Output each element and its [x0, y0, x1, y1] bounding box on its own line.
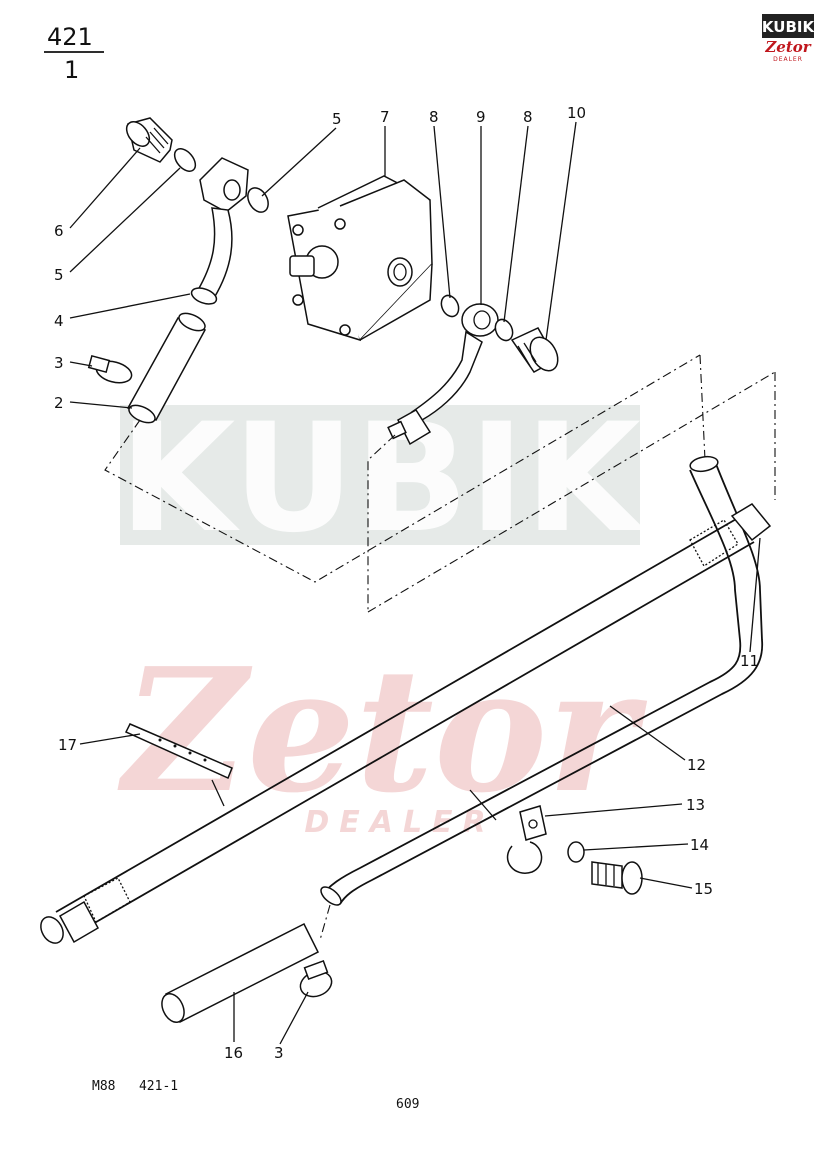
page-header: 421 1: [44, 23, 104, 84]
sealing-ring-part-5b: [247, 187, 269, 213]
logo-brand: KUBIK: [762, 18, 816, 36]
page-number: 609: [396, 1097, 419, 1112]
callout-13: 13: [686, 796, 705, 814]
connection-lines: [104, 354, 776, 941]
callout-17: 17: [58, 736, 77, 754]
callout-5b: 5: [332, 110, 342, 128]
hose-clamp-part-3a: [87, 354, 133, 384]
hydraulic-pump-part-7: [287, 175, 433, 342]
callout-6: 6: [54, 222, 64, 240]
callout-15: 15: [694, 880, 713, 898]
watermark-script: Zetor: [117, 631, 647, 831]
hose-part-2: [126, 312, 207, 424]
callout-14: 14: [690, 836, 709, 854]
callout-5a: 5: [54, 266, 64, 284]
pipe-clip-part-13: [506, 805, 547, 874]
callout-10: 10: [567, 104, 586, 122]
callout-8b: 8: [523, 108, 533, 126]
logo-tag: DEALER: [773, 56, 803, 63]
drawing-reference: M88 421-1: [92, 1079, 178, 1094]
sealing-ring-part-5a: [173, 148, 197, 172]
callout-8a: 8: [429, 108, 439, 126]
watermark-tag: DEALER: [304, 805, 495, 840]
banjo-bolt-part-6: [125, 117, 173, 163]
sealing-ring-part-8b: [494, 318, 514, 342]
banjo-bolt-part-10: [510, 327, 559, 373]
group-number: 421: [47, 23, 93, 51]
callout-16: 16: [224, 1044, 243, 1062]
callout-12: 12: [687, 756, 706, 774]
callout-4: 4: [54, 312, 64, 330]
callout-numbers: 6 5 4 3 2 5 7 8 9 8 10 11 12 13 14 15 16…: [54, 104, 759, 1062]
logo-sub: Zetor: [764, 38, 811, 56]
callout-2: 2: [54, 394, 64, 412]
bolt-part-15: [591, 861, 643, 895]
watermark-brand: KUBIK: [119, 392, 646, 566]
callout-9: 9: [476, 108, 486, 126]
banjo-fitting-part-9: [410, 303, 499, 421]
hose-clamp-part-3b: [299, 959, 333, 998]
callout-11: 11: [740, 652, 759, 670]
callout-7: 7: [380, 108, 390, 126]
sheet-number: 1: [64, 56, 79, 84]
strap-part-17: [124, 723, 233, 780]
leader-lines: [69, 121, 761, 1045]
washer-part-14: [567, 841, 585, 863]
kubik-zetor-logo: KUBIK Zetor DEALER: [762, 14, 816, 63]
hose-part-11: [40, 503, 772, 944]
elbow-fitting-part-4: [190, 157, 249, 305]
hose-part-16: [161, 922, 320, 1024]
watermark: KUBIK Zetor DEALER: [117, 392, 647, 840]
pipe-nut: [387, 409, 432, 446]
callout-3a: 3: [54, 354, 64, 372]
page-footer: M88 421-1 609: [92, 1079, 419, 1112]
callout-3b: 3: [274, 1044, 284, 1062]
sealing-ring-part-8a: [440, 294, 460, 318]
